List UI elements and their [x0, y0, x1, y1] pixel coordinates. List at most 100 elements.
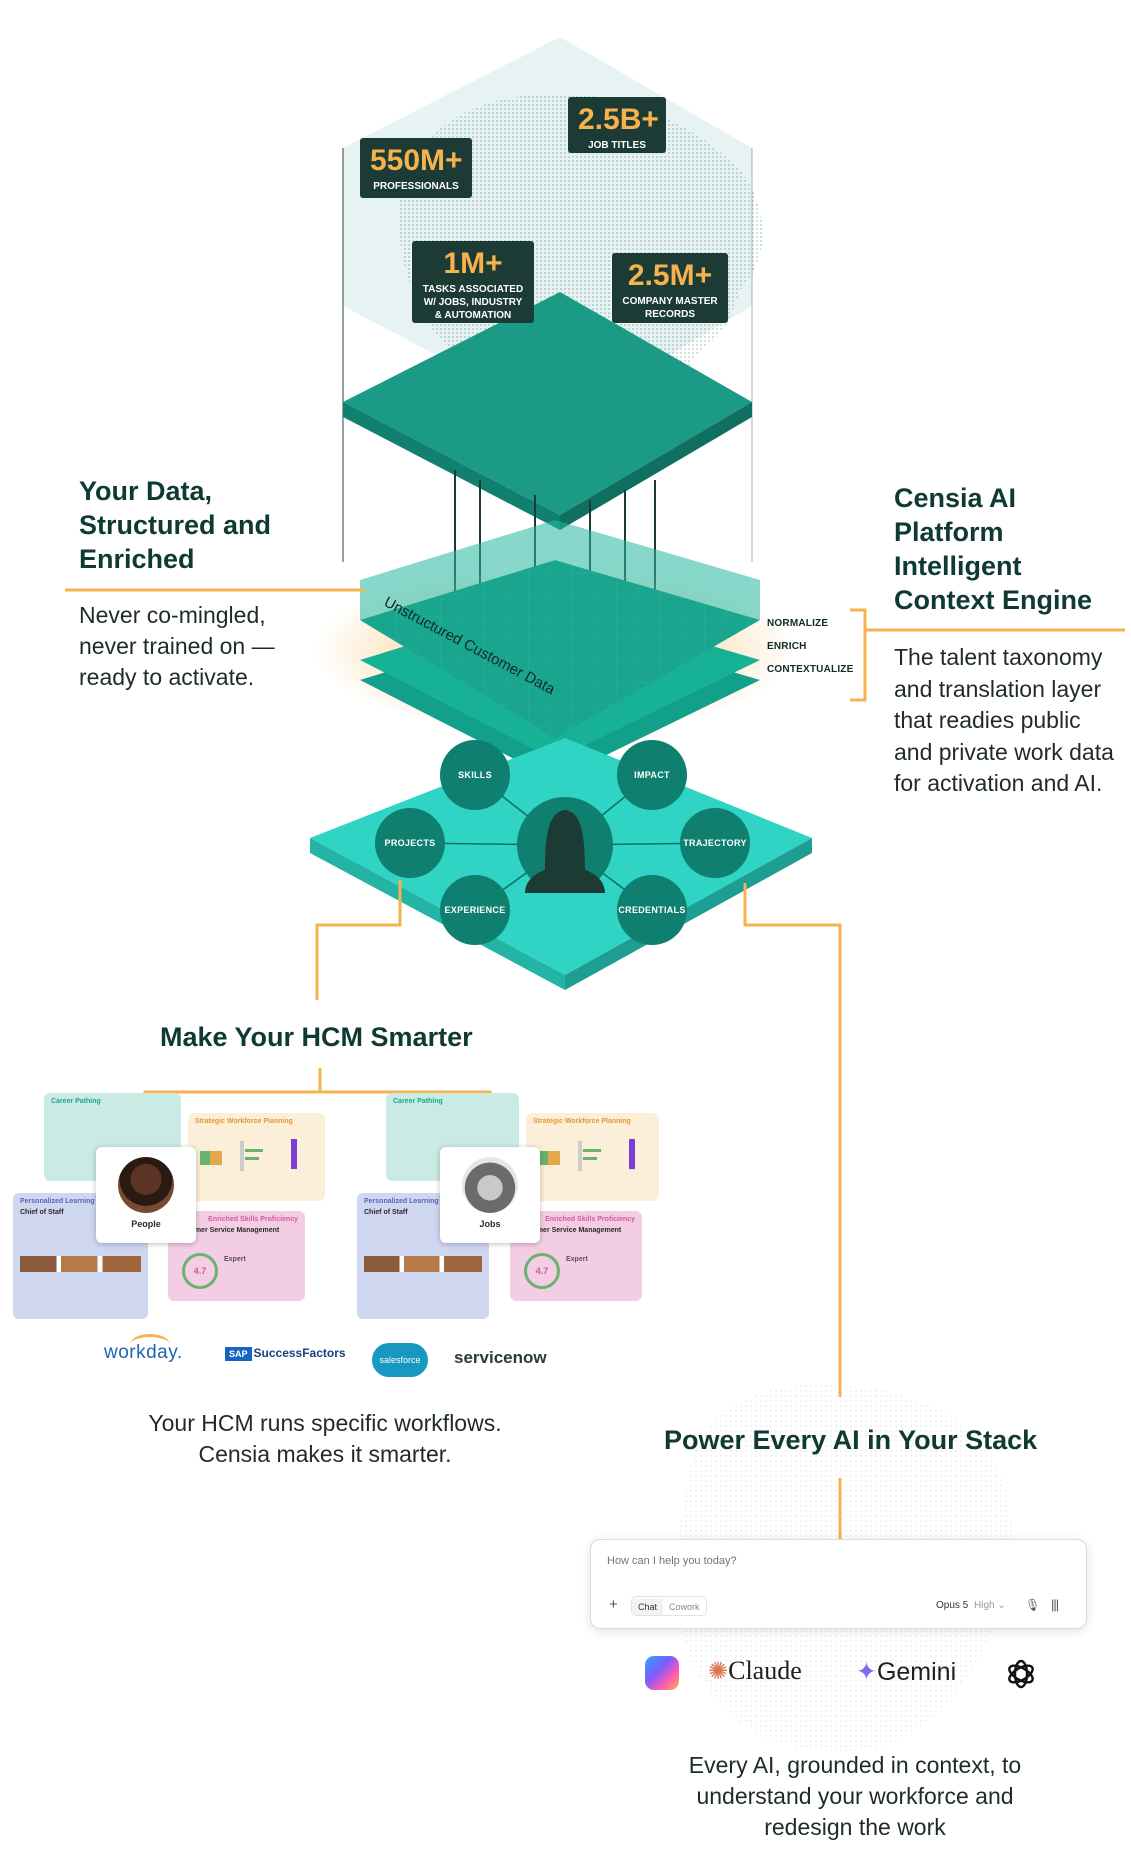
openai-logo [1008, 1659, 1034, 1689]
card-title: Strategic Workforce Planning [533, 1118, 631, 1125]
card-subtitle: Chief of Staff [20, 1209, 64, 1216]
left-block-body: Never co-mingled, never trained on — rea… [79, 602, 275, 690]
jobs-avatar [462, 1157, 518, 1213]
hcm-connector [315, 880, 402, 1000]
proficiency-level: Expert [566, 1256, 588, 1263]
gemini-logo: ✦Gemini [856, 1657, 956, 1687]
stat-value: 1M+ [443, 247, 503, 280]
people-card[interactable]: People [96, 1147, 196, 1243]
voice-waveform-icon[interactable]: ||| [1051, 1597, 1059, 1612]
right-block-body: The talent taxonomy and translation laye… [894, 644, 1114, 796]
card-subtitle: Customer Service Management [517, 1227, 622, 1234]
layer-bracket [850, 608, 867, 702]
people-platform-side-left [310, 838, 565, 990]
node-label: TRAJECTORY [683, 838, 747, 848]
ai-body: Every AI, grounded in context, to unders… [688, 1752, 1022, 1840]
card-title: Personalized Learning [20, 1198, 95, 1205]
stat-label: PROFESSIONALS [373, 181, 459, 192]
learning-thumbnails [20, 1256, 141, 1272]
ai-chat-box: + Chat Cowork Opus 5 High ⌄ 🎙 ||| [590, 1539, 1087, 1629]
layer-label-contextualize: CONTEXTUALIZE [767, 664, 854, 675]
node-label: PROJECTS [385, 838, 436, 848]
top-plate-side [560, 402, 752, 530]
cowork-mode-chip[interactable]: Cowork [669, 1602, 700, 1612]
proficiency-level: Expert [224, 1256, 246, 1263]
stat-professionals: 550M+ PROFESSIONALS [360, 138, 472, 198]
stat-label: TASKS ASSOCIATED W/ JOBS, INDUSTRY & AUT… [422, 284, 524, 321]
left-block-title: Your Data, Structured and Enriched [79, 476, 272, 574]
score-value: 4.7 [193, 1266, 207, 1276]
servicenow-text: servicenow [454, 1348, 547, 1367]
ai-title: Power Every AI in Your Stack [664, 1425, 1038, 1455]
stat-label: COMPANY MASTER RECORDS [622, 296, 718, 320]
card-subtitle: Customer Service Management [175, 1227, 280, 1234]
stat-job-titles: 2.5B+ JOB TITLES [568, 97, 666, 153]
claude-text: Claude [728, 1656, 802, 1685]
ai-connector [743, 883, 842, 1397]
stat-company-records: 2.5M+ COMPANY MASTER RECORDS [612, 253, 728, 323]
claude-mark-icon: ✺ [708, 1659, 729, 1685]
stat-value: 550M+ [370, 144, 463, 177]
top-plate-side [343, 402, 560, 530]
enriched-skills-card: Enriched Skills Proficiency Customer Ser… [168, 1211, 305, 1301]
model-name: Opus 5 [936, 1600, 969, 1611]
gemini-text: Gemini [876, 1658, 957, 1686]
workforce-chart-thumbnail [200, 1139, 297, 1171]
chat-mode-chip[interactable]: Chat [632, 1599, 664, 1615]
people-label: People [131, 1219, 161, 1229]
microphone-icon[interactable]: 🎙 [1025, 1598, 1041, 1612]
sap-logo-mark: SAP [225, 1347, 252, 1361]
layer-stack-lid [360, 520, 760, 620]
gemini-spark-icon: ✦ [856, 1658, 877, 1686]
proficiency-score: 4.7 [182, 1253, 218, 1289]
ai-chat-input[interactable] [605, 1554, 1069, 1568]
learning-thumbnails [364, 1256, 482, 1272]
servicenow-logo: servicenow [454, 1348, 547, 1368]
node-label: CREDENTIALS [618, 905, 685, 915]
stat-value: 2.5B+ [578, 103, 659, 136]
workday-logo-arc [130, 1334, 170, 1355]
jobs-label: Jobs [479, 1219, 501, 1229]
copilot-logo [645, 1656, 679, 1690]
layer-label-normalize: NORMALIZE [767, 618, 829, 629]
layer-label-enrich: ENRICH [767, 641, 807, 652]
layer-stack-grid [360, 560, 760, 738]
stat-value: 2.5M+ [627, 259, 713, 292]
stat-label: JOB TITLES [588, 140, 646, 151]
score-value: 4.7 [535, 1266, 549, 1276]
node-label: EXPERIENCE [444, 905, 505, 915]
proficiency-score: 4.7 [524, 1253, 560, 1289]
successfactors-text: SuccessFactors [253, 1346, 346, 1360]
workforce-planning-card: Strategic Workforce Planning [526, 1113, 659, 1201]
card-title: Strategic Workforce Planning [195, 1118, 293, 1125]
stat-tasks: 1M+ TASKS ASSOCIATED W/ JOBS, INDUSTRY &… [412, 241, 534, 323]
card-subtitle: Chief of Staff [364, 1209, 408, 1216]
attribute-nodes [375, 740, 750, 945]
node-label: SKILLS [458, 770, 492, 780]
hcm-body: Your HCM runs specific workflows. Censia… [148, 1410, 502, 1467]
add-icon[interactable]: + [609, 1596, 618, 1613]
card-title: Enriched Skills Proficiency [208, 1216, 298, 1223]
jobs-card[interactable]: Jobs [440, 1147, 540, 1243]
workforce-chart-thumbnail [538, 1139, 635, 1171]
claude-logo: ✺Claude [708, 1656, 802, 1686]
person-avatar [118, 1157, 174, 1213]
salesforce-logo: salesforce [372, 1343, 428, 1377]
people-platform-side-right [565, 838, 812, 990]
card-title: Career Pathing [393, 1098, 443, 1105]
right-block-title: Censia AI Platform Intelligent Context E… [894, 483, 1093, 615]
effort-level: High [974, 1600, 995, 1611]
person-icon [525, 810, 605, 893]
top-plate [343, 292, 752, 515]
salesforce-text: salesforce [379, 1355, 421, 1365]
node-label: IMPACT [634, 770, 670, 780]
hcm-title: Make Your HCM Smarter [160, 1022, 473, 1052]
mode-switcher: Chat Cowork [631, 1596, 707, 1616]
workday-logo: workday. [104, 1334, 183, 1364]
card-title: Personalized Learning [364, 1198, 439, 1205]
workforce-planning-card: Strategic Workforce Planning [188, 1113, 325, 1201]
model-selector[interactable]: Opus 5 High ⌄ [936, 1600, 1006, 1611]
card-title: Career Pathing [51, 1098, 101, 1105]
chevron-down-icon: ⌄ [997, 1600, 1006, 1611]
